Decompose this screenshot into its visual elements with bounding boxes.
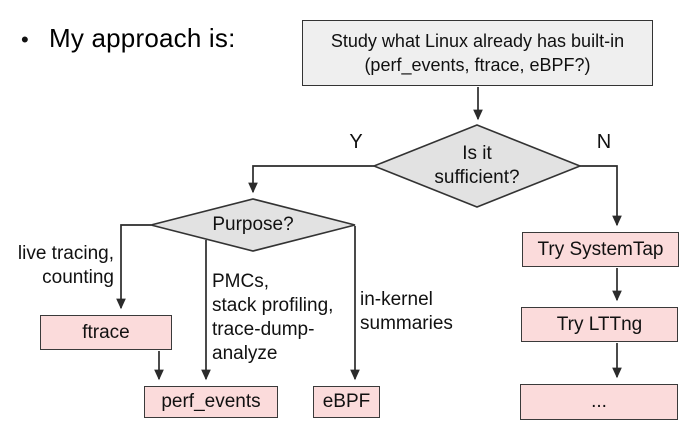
connector-purpose-to-ftrace	[116, 224, 151, 310]
node-ebpf: eBPF	[313, 386, 380, 418]
node-perf-events: perf_events	[144, 386, 278, 418]
edge-label-perf-events: PMCs, stack profiling, trace-dump- analy…	[212, 271, 334, 364]
branch-label-no: N	[596, 131, 612, 153]
node-more: ...	[520, 384, 678, 420]
start-node: Study what Linux already has built-in (p…	[302, 20, 653, 86]
branch-label-yes: Y	[349, 131, 363, 153]
edge-label-ebpf: in-kernel summaries	[360, 289, 453, 334]
edge-label-ftrace: live tracing, counting	[17, 243, 114, 288]
decision-diamond-purpose	[150, 198, 356, 252]
decision-diamond-sufficient	[371, 124, 583, 208]
decision-sufficient-label: Is it sufficient?	[434, 143, 520, 188]
node-ftrace: ftrace	[40, 315, 172, 350]
connector-no-to-systemtap	[580, 165, 622, 227]
node-systemtap: Try SystemTap	[522, 232, 679, 267]
bullet-icon: •	[21, 27, 29, 52]
slide-title: My approach is:	[49, 23, 236, 53]
decision-purpose-label: Purpose?	[212, 214, 294, 235]
connector-yes-to-purpose	[248, 165, 374, 194]
node-lttng: Try LTTng	[521, 307, 678, 342]
